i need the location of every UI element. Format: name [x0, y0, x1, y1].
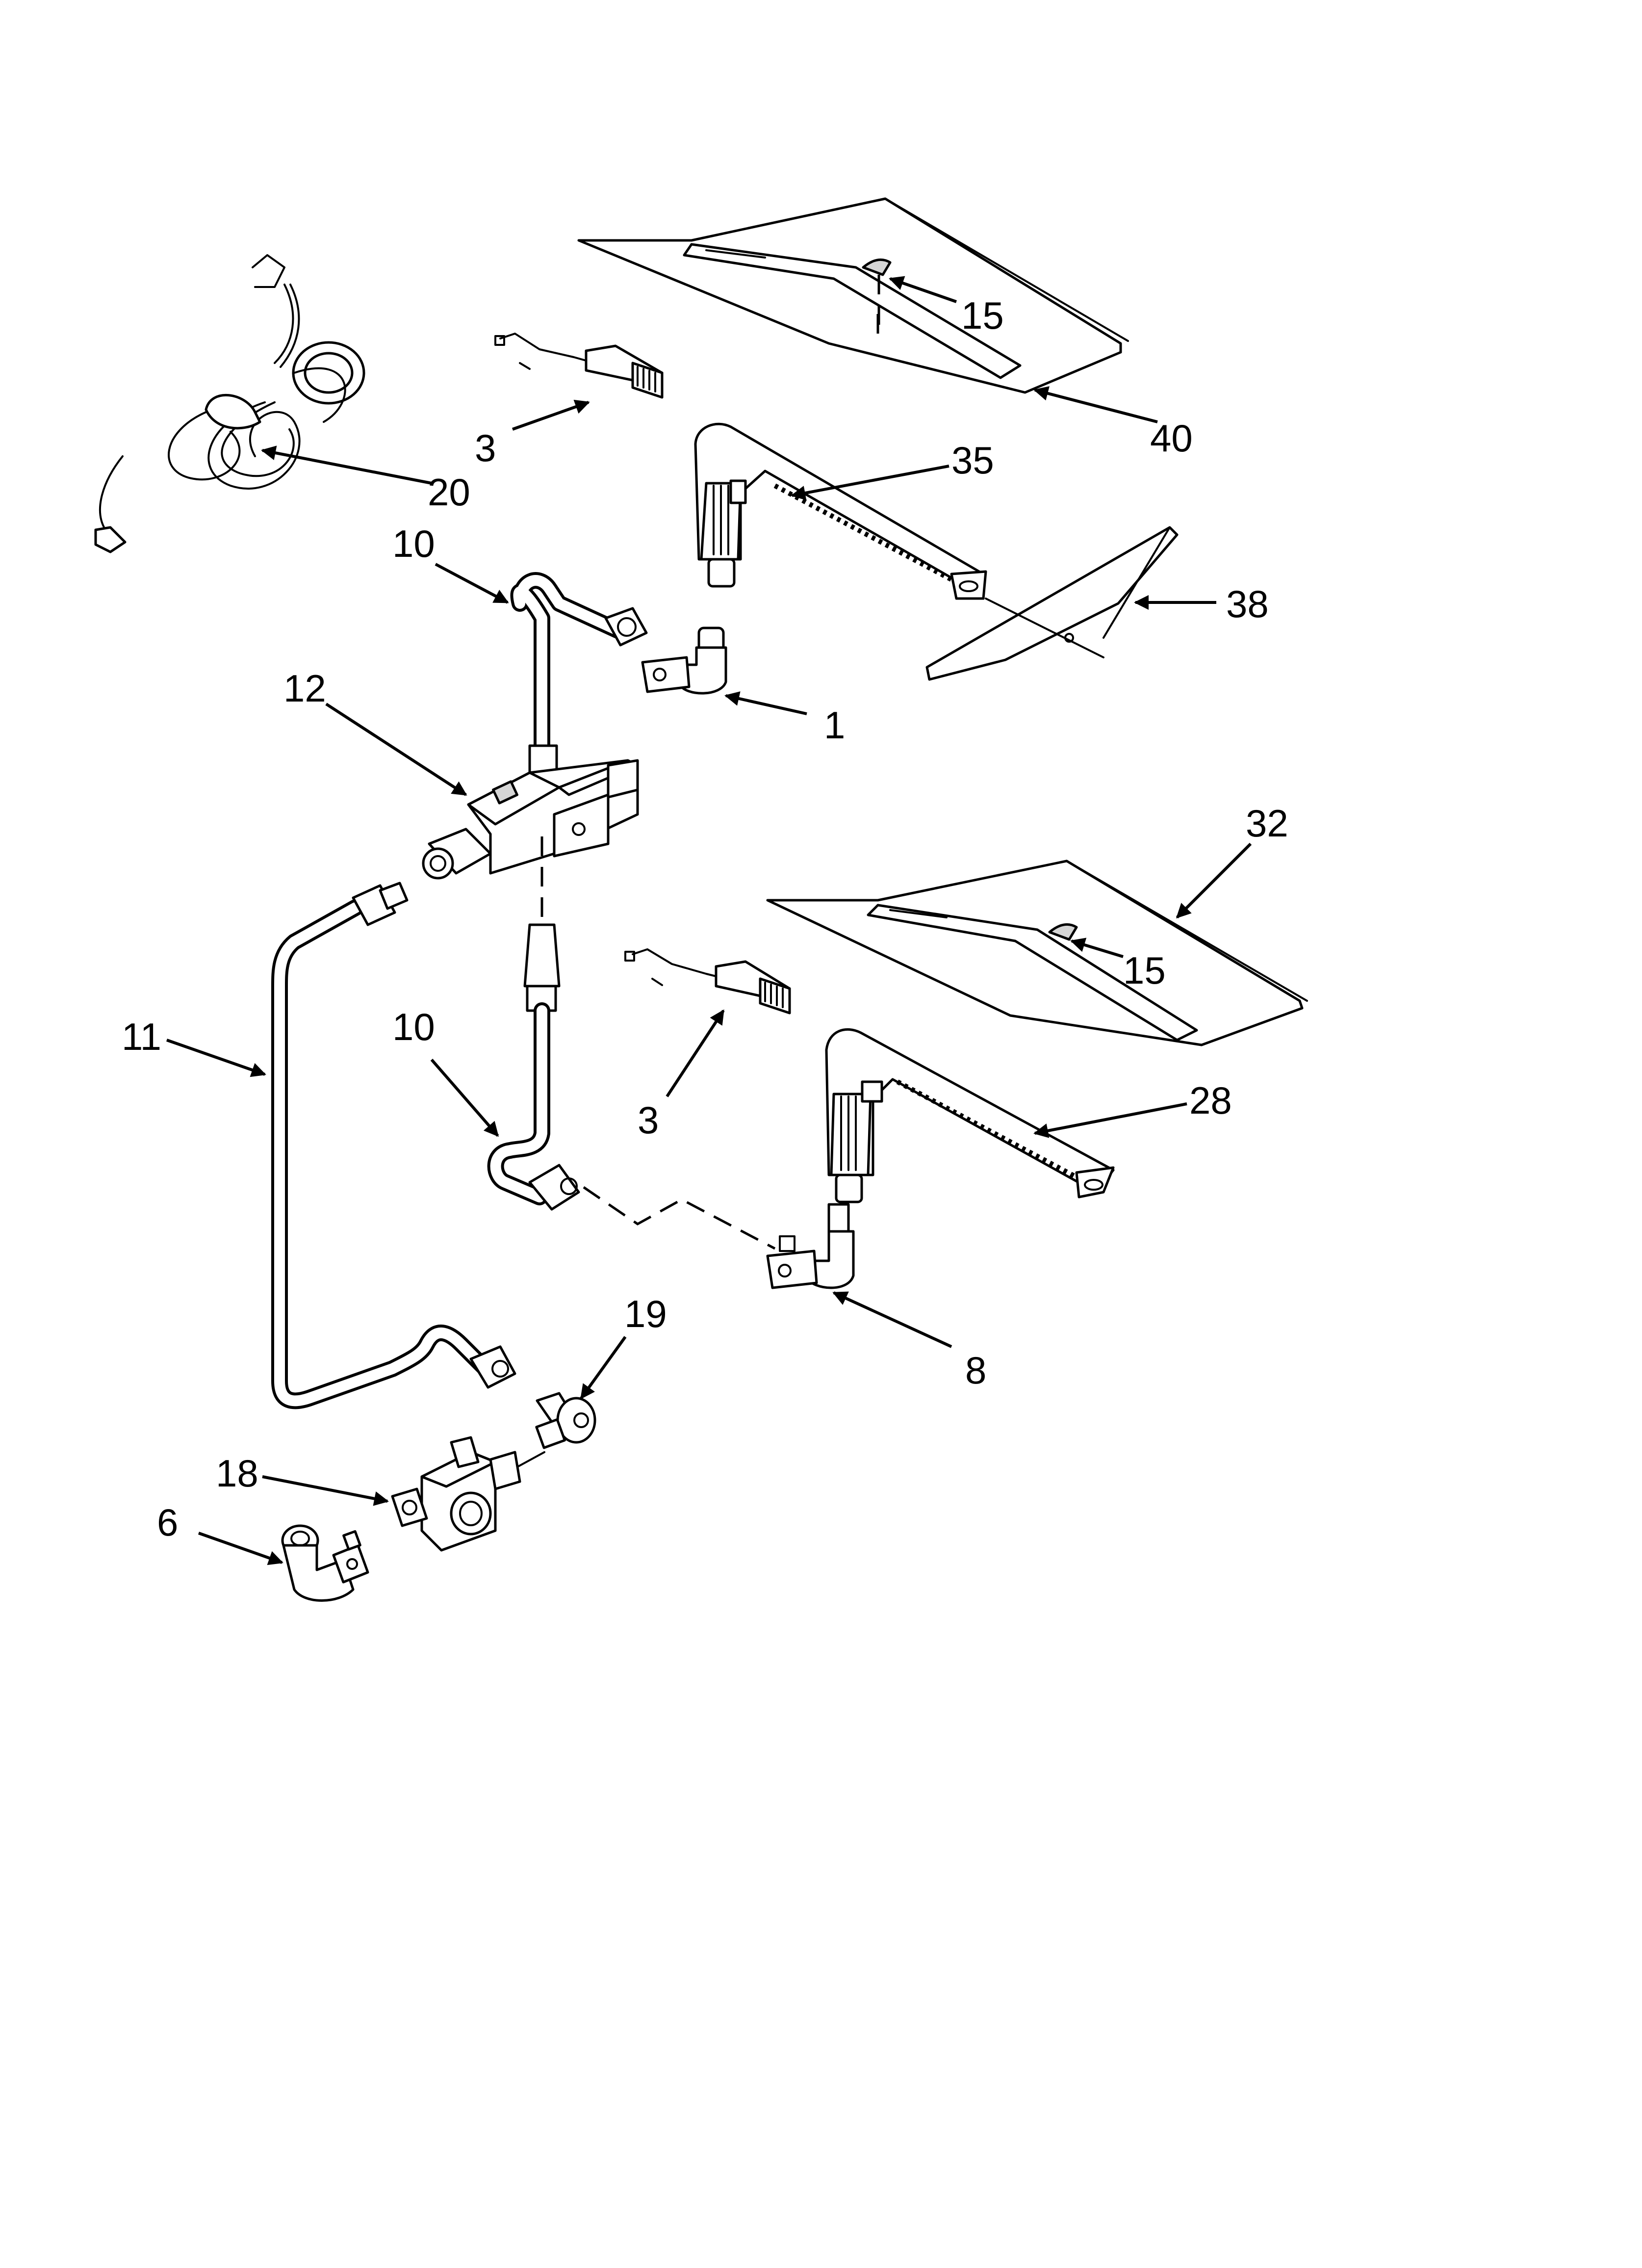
callout-40: 40	[1150, 417, 1193, 460]
callout-15b: 15	[1123, 949, 1166, 992]
leader-19	[580, 1336, 627, 1400]
lower-orifice-holder	[766, 1203, 855, 1289]
callout-labels: 15 40 3 20 35 10 38 12 1 32 15 11 10 3 2…	[122, 294, 1288, 1544]
lower-gas-tube	[487, 923, 580, 1211]
pressure-regulator-fitting	[535, 1392, 596, 1449]
callout-12: 12	[283, 667, 326, 710]
upper-orifice-holder	[641, 626, 727, 695]
callout-10a: 10	[392, 522, 435, 565]
callout-8: 8	[965, 1349, 986, 1392]
leader-40	[1033, 386, 1158, 423]
callout-32: 32	[1246, 802, 1288, 845]
leader-3b	[666, 1009, 725, 1097]
leader-1	[724, 691, 807, 715]
callout-11: 11	[122, 1015, 161, 1058]
leader-8	[832, 1291, 952, 1348]
lower-burner-baffle	[766, 860, 1308, 1046]
callout-38: 38	[1226, 582, 1269, 626]
callout-18: 18	[216, 1452, 258, 1495]
upper-gas-tube	[510, 572, 648, 777]
manifold-elbow	[281, 1524, 369, 1602]
callout-1: 1	[824, 704, 845, 747]
callout-6: 6	[157, 1501, 178, 1544]
leader-11	[166, 1039, 266, 1077]
leader-28	[1033, 1102, 1187, 1138]
leader-15b	[1070, 938, 1124, 958]
long-gas-tube	[271, 882, 516, 1409]
oven-safety-valve	[422, 759, 639, 880]
callout-20: 20	[428, 470, 470, 514]
leader-3a	[512, 399, 590, 431]
leader-32	[1176, 842, 1252, 919]
leader-12	[325, 703, 467, 796]
leader-10a	[435, 563, 509, 604]
gas-pressure-regulator	[391, 1436, 545, 1552]
leader-15a	[889, 276, 957, 303]
leader-35	[791, 465, 949, 500]
power-cord	[94, 254, 365, 553]
callout-leaders	[166, 276, 1252, 1565]
callout-10b: 10	[392, 1005, 435, 1048]
callout-35: 35	[951, 439, 994, 482]
callout-19: 19	[624, 1292, 667, 1335]
upper-burner-spreader	[925, 526, 1179, 681]
callout-3a: 3	[475, 426, 496, 469]
leader-18	[262, 1475, 389, 1506]
callout-15a: 15	[961, 294, 1004, 337]
callout-3b: 3	[638, 1098, 659, 1142]
leader-20	[261, 445, 432, 485]
upper-spark-electrode	[494, 333, 664, 399]
leader-6	[198, 1532, 283, 1565]
lower-spark-electrode	[624, 948, 791, 1015]
leader-10b	[430, 1059, 499, 1137]
lower-burner	[825, 1028, 1115, 1203]
upper-burner	[694, 422, 987, 600]
callout-28: 28	[1189, 1079, 1232, 1122]
upper-burner-baffle	[577, 197, 1129, 394]
